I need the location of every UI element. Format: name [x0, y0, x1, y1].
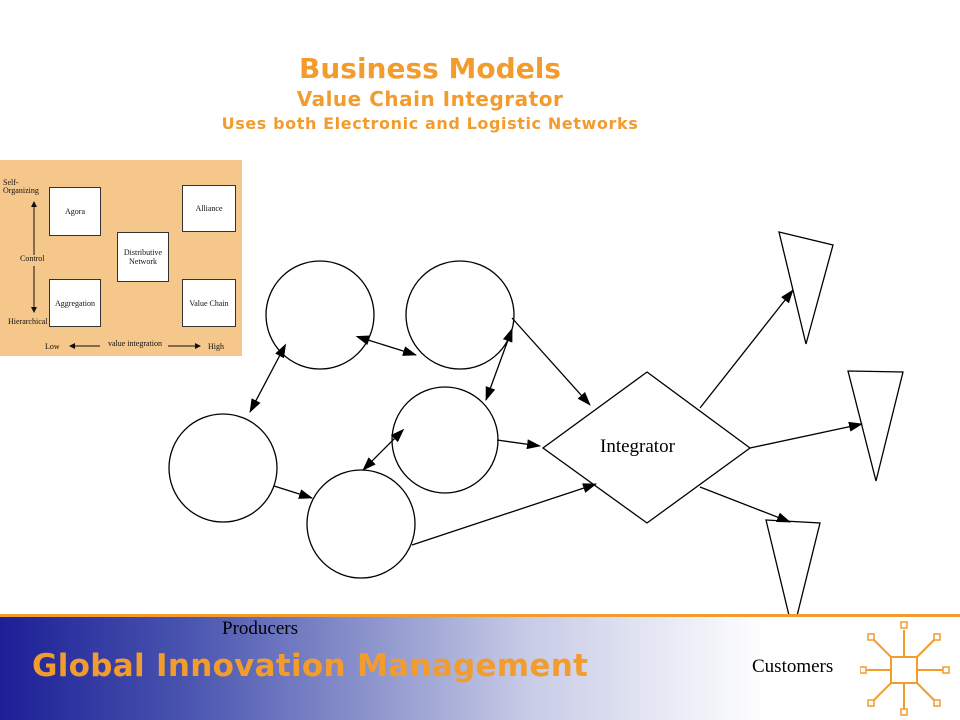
matrix-axes: [31, 201, 201, 349]
producer-node-5: [306, 469, 416, 579]
arrow-p4-p5: [273, 485, 313, 499]
producers-label: Producers: [222, 618, 298, 639]
box-distributive-network: Distributive Network: [117, 232, 169, 282]
axis-label-control: Control: [20, 254, 45, 263]
footer-band: [0, 616, 960, 720]
arrow-p3-p5: [362, 428, 405, 471]
arrow-p1-p4: [249, 343, 287, 413]
arrow-integrator-c3: [699, 486, 791, 523]
slide-detail: Uses both Electronic and Logistic Networ…: [221, 114, 639, 133]
footer-title: Global Innovation Management: [32, 648, 589, 684]
axis-label-low: Low: [45, 342, 60, 351]
box-value-chain: Value Chain: [182, 279, 236, 327]
arrow-p5-integrator: [411, 483, 597, 546]
axis-label-self-organizing: Self- Organizing: [3, 178, 39, 195]
arrow-p2-p3: [485, 327, 513, 401]
box-agora: Agora: [49, 187, 101, 236]
business-model-matrix: Self- Organizing Control Hierarchical Lo…: [0, 160, 242, 356]
emblem-center-square: [890, 656, 918, 684]
slide-title: Business Models: [299, 52, 561, 85]
slide-subtitle: Value Chain Integrator: [296, 87, 564, 111]
customer-node-1: [778, 231, 834, 345]
producer-node-2: [405, 260, 515, 370]
producer-node-1: [265, 260, 375, 370]
footer-divider: [0, 614, 960, 617]
producer-node-3: [391, 386, 499, 494]
arrow-p3-integrator: [496, 439, 541, 450]
arrow-p2-integrator: [511, 317, 591, 406]
axis-label-value-integration: value integration: [108, 339, 162, 348]
box-alliance: Alliance: [182, 185, 236, 232]
producer-node-4: [168, 413, 278, 523]
axis-label-high: High: [208, 342, 224, 351]
integrator-label: Integrator: [600, 436, 675, 457]
arrow-integrator-c2: [749, 421, 863, 449]
arrow-integrator-c1: [699, 289, 794, 409]
box-aggregation: Aggregation: [49, 279, 101, 327]
customer-node-3: [765, 519, 821, 620]
customers-label: Customers: [752, 656, 834, 677]
value-chain-network-diagram: [168, 231, 904, 620]
customer-node-2: [847, 370, 904, 482]
network-emblem-icon: [860, 621, 950, 716]
axis-label-hierarchical: Hierarchical: [8, 317, 48, 326]
arrow-p1-p2: [355, 335, 417, 356]
slide-title-block: Business Models Value Chain Integrator U…: [222, 52, 960, 135]
